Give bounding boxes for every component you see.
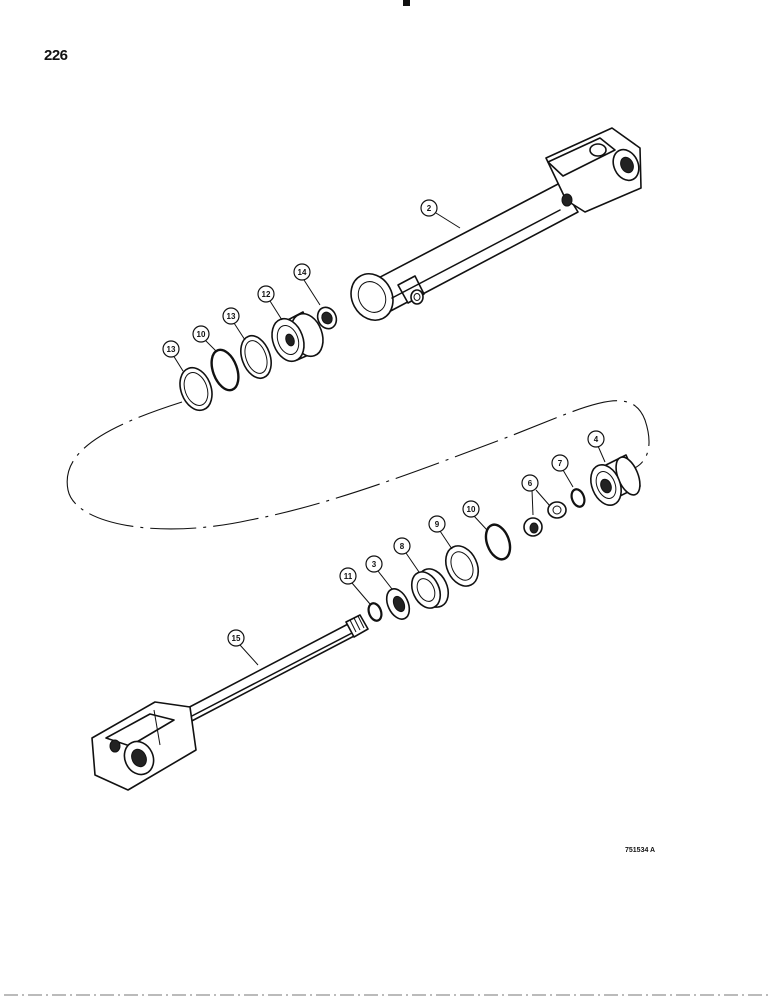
callout-12-label: 12	[262, 290, 271, 299]
callout-12: 12	[257, 285, 275, 303]
callout-2-label: 2	[427, 204, 432, 213]
callout-15: 15	[227, 629, 245, 647]
callout-8-label: 8	[400, 542, 405, 551]
o-ring-11-part	[367, 602, 383, 622]
rod-clevis	[91, 701, 197, 791]
wear-ring-13-right	[240, 334, 272, 380]
wiper-3-part	[385, 588, 411, 620]
callout-9-label: 9	[435, 520, 440, 529]
piston-part	[271, 311, 324, 363]
callout-13-left-label: 13	[167, 345, 176, 354]
callout-7-label: 7	[558, 459, 563, 468]
backup-ring-9-part	[444, 545, 480, 587]
callout-4-label: 4	[594, 435, 599, 444]
page-number: 226	[44, 47, 68, 64]
assembly-path	[66, 400, 650, 530]
callout-10-upper-label: 10	[197, 330, 206, 339]
cylinder-tube	[350, 182, 579, 321]
callout-14-label: 14	[298, 268, 307, 277]
leader-lines	[172, 212, 606, 666]
piston-rod	[179, 614, 369, 725]
gland-part	[590, 454, 641, 506]
set-screw-6-part	[523, 501, 567, 537]
wear-ring-13-left	[179, 366, 213, 412]
callout-3: 3	[365, 555, 383, 573]
callout-3-label: 3	[372, 560, 377, 569]
callout-6: 6	[521, 474, 539, 492]
callout-6-label: 6	[528, 479, 533, 488]
top-crop-mark	[403, 0, 410, 6]
drawing-code: 751534 A	[625, 847, 656, 854]
callout-10-upper: 10	[192, 325, 210, 343]
o-ring-7-part	[570, 488, 586, 508]
callout-7: 7	[551, 454, 569, 472]
callout-11-label: 11	[344, 572, 353, 581]
callout-2: 2	[420, 199, 438, 217]
callout-13-right: 13	[222, 307, 240, 325]
callout-14: 14	[293, 263, 311, 281]
callout-15-label: 15	[232, 634, 241, 643]
callout-10-lower: 10	[462, 500, 480, 518]
callout-13-right-label: 13	[227, 312, 236, 321]
callout-4: 4	[587, 430, 605, 448]
callout-9: 9	[428, 515, 446, 533]
callout-8: 8	[393, 537, 411, 555]
callout-10-lower-label: 10	[467, 505, 476, 514]
piston-nut-part	[316, 306, 338, 330]
callout-13-left: 13	[162, 340, 180, 358]
callout-11: 11	[339, 567, 357, 585]
seal-10-upper	[210, 348, 240, 392]
rod-seal-8-part	[410, 568, 450, 609]
seal-10-lower-part	[484, 523, 512, 561]
tube-clevis	[545, 127, 642, 213]
